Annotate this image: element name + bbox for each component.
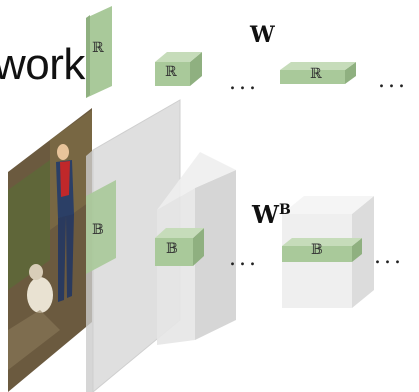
feature-map-2 (157, 152, 236, 345)
weight-label-real: W (250, 22, 275, 48)
real-block-3 (280, 62, 356, 84)
ellipsis-bottom-right: ... (374, 244, 404, 269)
binary-block-1 (86, 180, 116, 274)
weight-label-binary: WB (252, 200, 291, 229)
real-label-2: ℝ (165, 64, 177, 80)
weight-label-binary-base: W (252, 200, 279, 229)
title-fragment: work (0, 40, 85, 89)
ellipsis-top-right: ... (378, 68, 408, 93)
real-block-1 (86, 6, 112, 98)
input-photo (8, 108, 92, 392)
weight-label-binary-sup: B (278, 202, 291, 218)
binary-label-3: 𝔹 (311, 242, 323, 258)
real-block-2 (155, 52, 202, 86)
binary-label-1: 𝔹 (92, 222, 104, 238)
real-label-1: ℝ (92, 40, 104, 56)
ellipsis-top-left: ... (229, 70, 259, 95)
binary-block-2 (155, 228, 204, 266)
ellipsis-bottom-left: ... (229, 246, 259, 271)
real-label-3: ℝ (310, 66, 322, 82)
binary-label-2: 𝔹 (166, 241, 178, 257)
binary-block-3 (282, 238, 362, 262)
